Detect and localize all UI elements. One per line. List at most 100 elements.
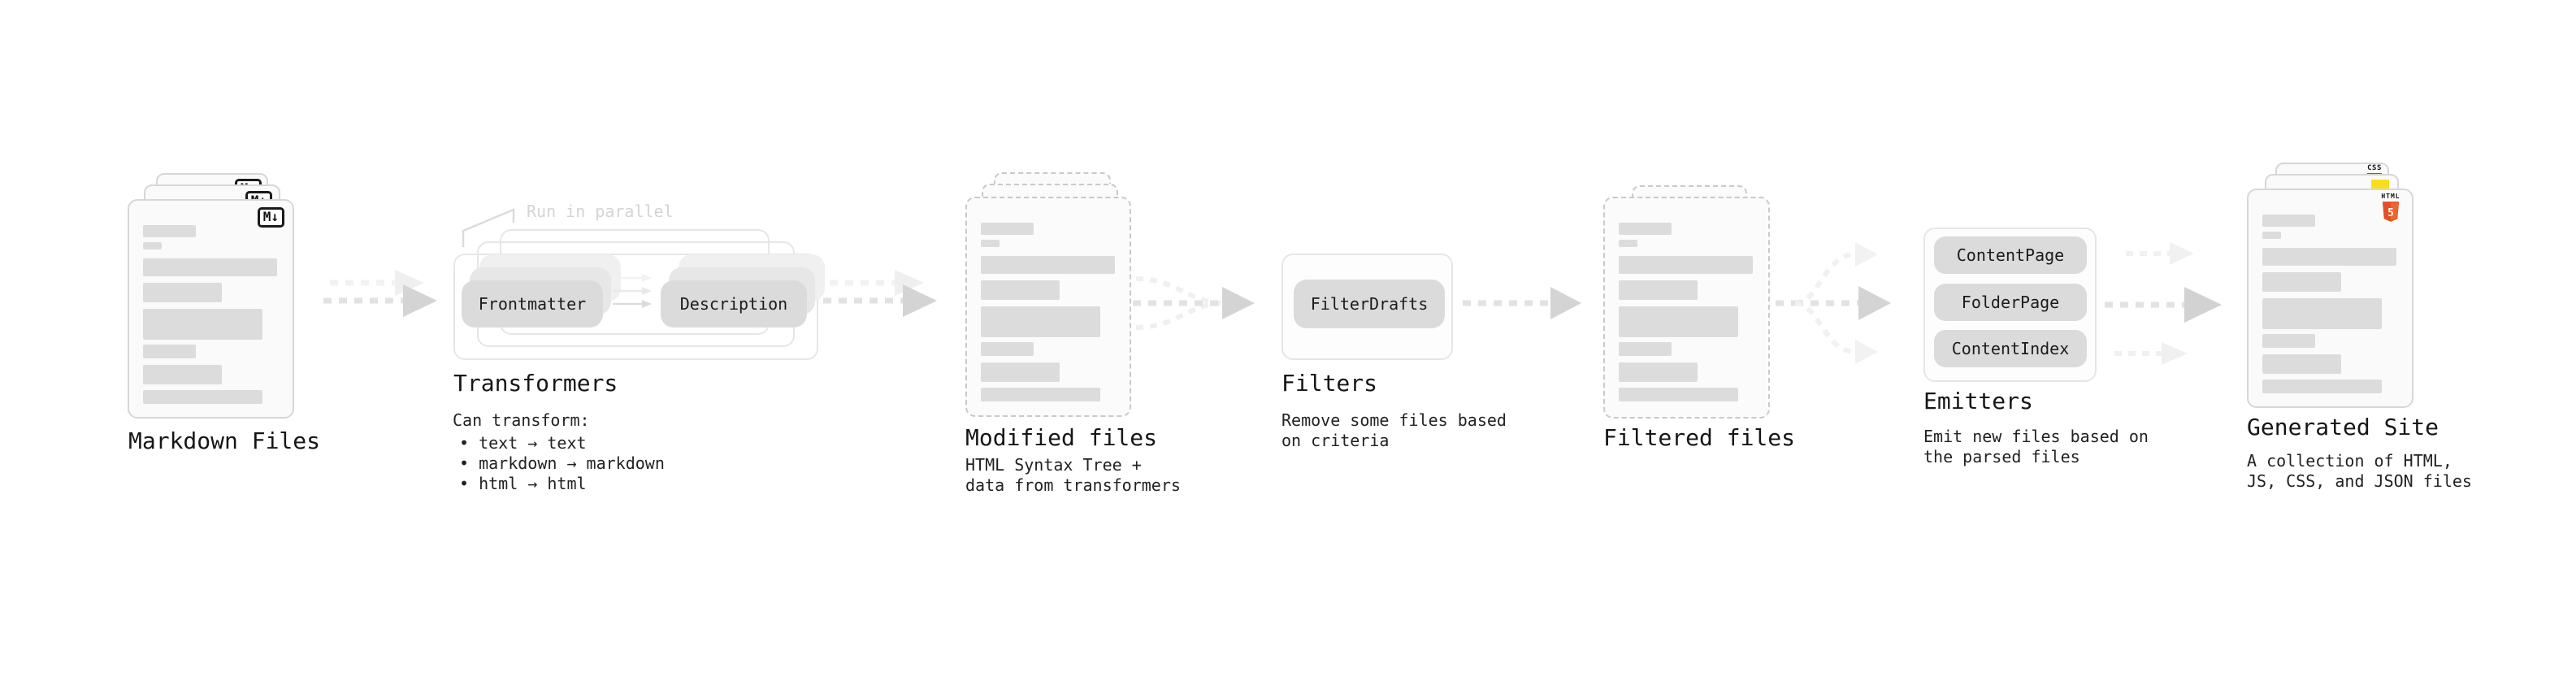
skeleton-line [981, 342, 1034, 356]
skeleton-line [143, 345, 196, 358]
modified-files-note-1: HTML Syntax Tree + [965, 455, 1142, 475]
skeleton-line [2262, 334, 2315, 348]
skeleton-line [1619, 223, 1672, 235]
mini-arrow [613, 287, 652, 295]
filters-note-1: Remove some files based [1281, 410, 1507, 430]
emitter-pill-contentindex: ContentIndex [1934, 330, 2087, 367]
converge-branch-top [1135, 276, 1221, 306]
arrowhead [1855, 340, 1878, 364]
flow-arrow-transformers-to-modified [823, 270, 937, 317]
emitters-note-2: the parsed files [1923, 447, 2080, 466]
parallel-arrow-top [2126, 242, 2194, 265]
html5-shield: 5 [2382, 202, 2400, 222]
emitter-pill-contentpage: ContentPage [1934, 236, 2087, 274]
transformers-bullet-3: • html → html [459, 474, 587, 493]
parallel-mini-arrows [613, 274, 652, 308]
skeleton-line [981, 256, 1115, 274]
flow-arrow-filtered-to-emitters [1776, 242, 1891, 364]
skeleton-line [1619, 256, 1753, 274]
skeleton-line [2262, 354, 2341, 374]
filters-note-2: on criteria [1281, 431, 1390, 450]
transformers-box-front [453, 254, 818, 360]
markdown-files-label: Markdown Files [128, 427, 321, 454]
run-in-parallel-annotation: Run in parallel [527, 202, 674, 221]
skeleton-column [1619, 223, 1760, 401]
skeleton-line [1619, 362, 1698, 382]
generated-site-card: HTML 5 [2247, 189, 2413, 408]
generated-site-label: Generated Site [2247, 414, 2439, 440]
skeleton-line [981, 388, 1100, 401]
transformers-note-intro: Can transform: [453, 410, 590, 430]
flow-arrow-modified-to-filters [1133, 276, 1255, 330]
diverge-branch-bottom [1794, 301, 1856, 354]
mini-arrow [613, 300, 652, 308]
skeleton-line [2262, 298, 2382, 329]
emitters-label: Emitters [1923, 388, 2033, 414]
skeleton-line [1619, 388, 1738, 401]
transformers-bullet-2: • markdown → markdown [459, 453, 665, 473]
arrowhead [1858, 286, 1891, 320]
annotation-leader-line [462, 208, 515, 247]
flow-arrows-emitters-to-generated [2105, 242, 2222, 365]
transformers-bullet-1: • text → text [459, 433, 587, 453]
transformers-label: Transformers [453, 370, 618, 397]
skeleton-line [1619, 342, 1672, 356]
skeleton-line [2262, 232, 2281, 239]
css-badge-text: CSS [2367, 164, 2382, 172]
skeleton-line [2262, 272, 2341, 292]
arrowhead [1222, 287, 1255, 319]
generated-site-note-2: JS, CSS, and JSON files [2247, 471, 2472, 491]
skeleton-column [143, 225, 284, 404]
skeleton-line [1619, 240, 1637, 247]
modified-files-note-2: data from transformers [965, 475, 1181, 495]
filterdrafts-pill: FilterDrafts [1294, 280, 1445, 328]
markdown-icon: M↓ [257, 207, 284, 228]
skeleton-line [1619, 280, 1698, 300]
skeleton-column [2262, 215, 2404, 393]
skeleton-line [981, 223, 1034, 235]
converge-branch-bottom [1135, 301, 1221, 330]
html5-badge-text: HTML [2381, 193, 2400, 200]
parallel-arrow-bottom [2114, 342, 2188, 365]
skeleton-line [143, 258, 277, 276]
skeleton-column [981, 223, 1121, 401]
skeleton-line [981, 240, 1000, 247]
generated-site-note-1: A collection of HTML, [2247, 451, 2452, 471]
ghost-arrow [330, 270, 424, 296]
description-pill: Description [661, 280, 807, 327]
mini-arrow [613, 274, 652, 282]
html5-icon: HTML 5 [2380, 193, 2401, 223]
main-arrow [323, 284, 437, 317]
skeleton-line [2262, 380, 2382, 393]
skeleton-line [143, 283, 222, 302]
frontmatter-pill: Frontmatter [462, 280, 603, 327]
filters-label: Filters [1281, 370, 1378, 397]
skeleton-line [143, 309, 262, 340]
html5-number: 5 [2387, 207, 2394, 219]
skeleton-line [143, 365, 222, 384]
skeleton-line [981, 306, 1100, 337]
arrowhead [1550, 287, 1581, 319]
skeleton-line [981, 280, 1060, 300]
modified-files-label: Modified files [965, 424, 1158, 451]
filtered-file-card [1603, 197, 1770, 419]
filtered-files-label: Filtered files [1603, 424, 1796, 451]
arrowhead [1855, 242, 1878, 267]
flow-arrow-markdown-to-transformers [323, 270, 437, 317]
ghost-arrow [830, 270, 924, 296]
markdown-file-card: M↓ [128, 199, 294, 419]
skeleton-line [981, 362, 1060, 382]
emitters-note-1: Emit new files based on [1923, 427, 2149, 446]
skeleton-line [2262, 248, 2396, 266]
main-arrow [823, 284, 937, 317]
javascript-icon [2371, 180, 2389, 190]
modified-file-card [965, 197, 1131, 417]
diverge-branch-top [1794, 252, 1856, 306]
flow-arrow-filters-to-filtered [1463, 287, 1581, 319]
emitter-pill-folderpage: FolderPage [1934, 284, 2087, 321]
skeleton-line [143, 225, 196, 237]
parallel-arrow-middle [2105, 287, 2222, 323]
skeleton-line [143, 242, 162, 249]
skeleton-line [2262, 215, 2315, 227]
